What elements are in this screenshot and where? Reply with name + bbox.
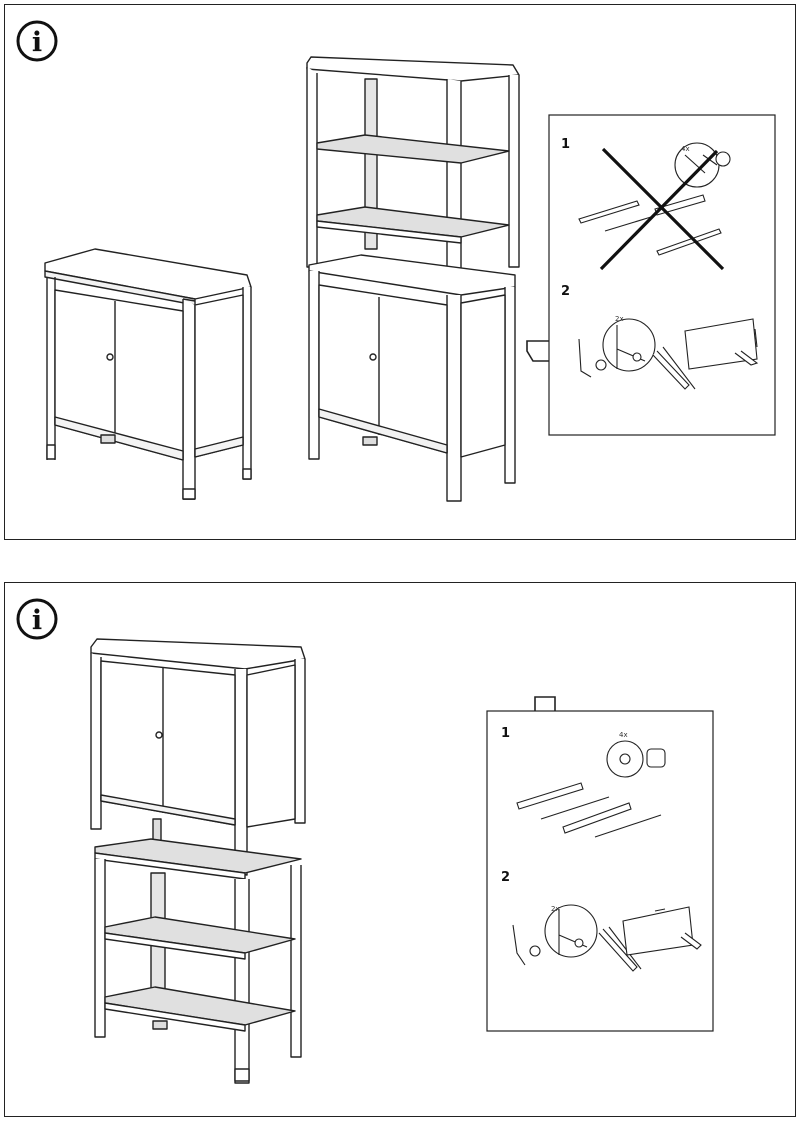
info-icon: i [16, 20, 58, 62]
step-number: 1 [561, 137, 570, 152]
stacked-unit-illustration [90, 638, 306, 1084]
panel-top-illustration: i [16, 20, 776, 502]
quantity-label: 4x [619, 731, 628, 739]
info-icon: i [16, 598, 58, 640]
prohibited-x-icon [599, 147, 725, 271]
step-number: 1 [501, 726, 510, 741]
quantity-label: 4x [681, 145, 690, 153]
quantity-label: 2x [615, 315, 624, 323]
instruction-panel-bottom: i 1 [4, 582, 796, 1117]
quantity-label: 2x [551, 905, 560, 913]
step-number: 2 [501, 870, 510, 885]
cabinet-illustration [44, 248, 252, 500]
svg-text:i: i [32, 27, 42, 58]
callout-box-bottom: 1 4x 2 2x [486, 710, 714, 1032]
svg-text:i: i [32, 605, 42, 636]
instruction-panel-top: i [4, 4, 796, 540]
panel-bottom-illustration: i 1 [16, 598, 714, 1084]
callout-box-top: 1 4x 2 2x [548, 114, 776, 436]
step-number: 2 [561, 284, 570, 299]
shelf-unit-illustration [306, 56, 520, 502]
